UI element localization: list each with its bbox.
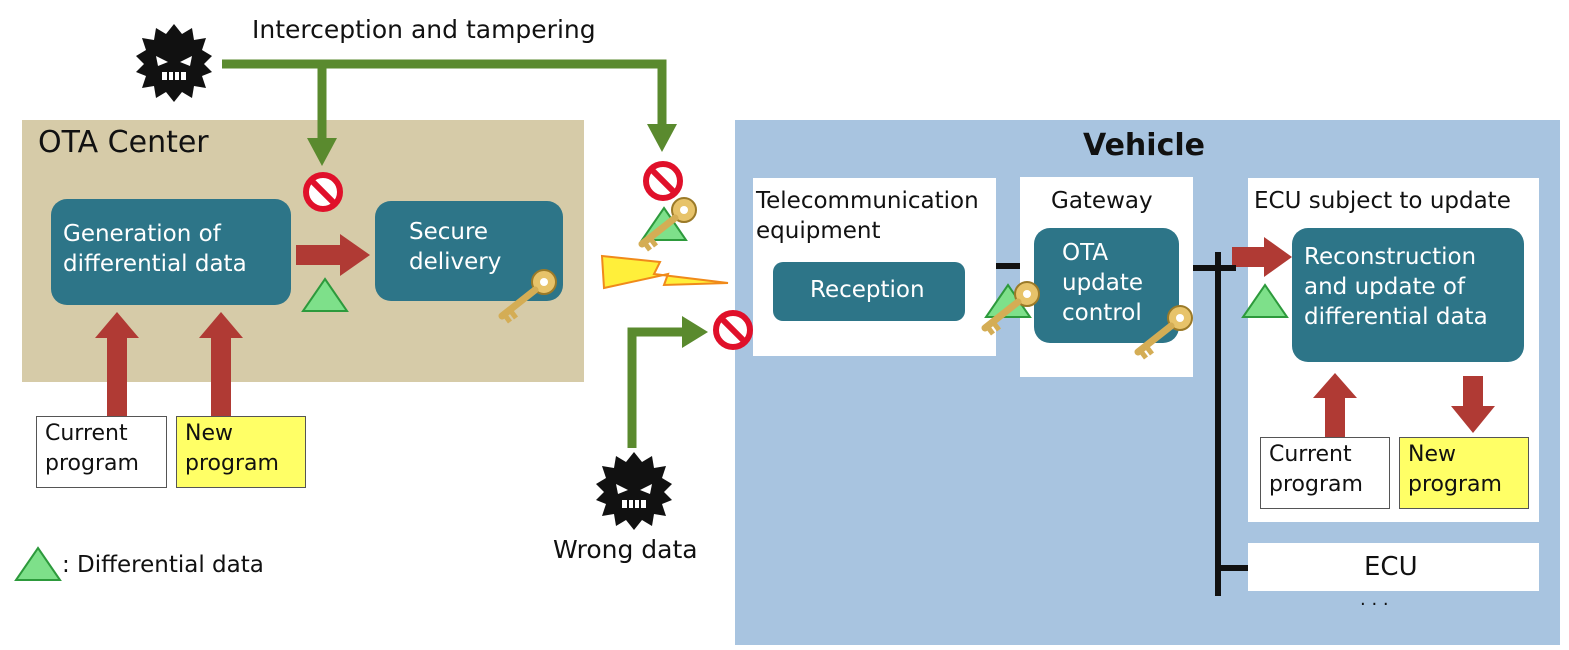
attack-label-top: Interception and tampering <box>252 15 596 44</box>
prohibited-icon <box>716 313 750 347</box>
attack-arrow-ota <box>307 138 337 166</box>
legend-text: : Differential data <box>62 552 264 578</box>
key-icon <box>1138 306 1192 358</box>
generation-box: Generation of differential data <box>51 199 291 305</box>
ecu-current-program: Current program <box>1260 437 1390 509</box>
attack-arrow-wrong-data <box>682 316 708 348</box>
arrow-current-to-reconstruction <box>1313 373 1357 398</box>
ota-new-program: New program <box>176 416 306 488</box>
key-icon <box>502 270 556 322</box>
reception-box: Reception <box>773 262 965 321</box>
vehicle-title: Vehicle <box>1083 128 1205 163</box>
arrow-current-to-generation <box>95 312 139 338</box>
ecu-box <box>1248 543 1539 591</box>
secure-delivery-box: Secure delivery <box>375 201 563 301</box>
differential-data-triangle-icon <box>302 278 348 312</box>
reconstruction-box: Reconstruction and update of differentia… <box>1292 228 1524 362</box>
attack-label-bottom: Wrong data <box>553 535 698 564</box>
prohibited-icon <box>306 175 340 209</box>
arrow-to-delivery <box>340 234 370 276</box>
ecu-update-title: ECU subject to update <box>1254 188 1511 214</box>
attacker-icon <box>595 451 673 531</box>
prohibited-icon <box>646 164 680 198</box>
ota-current-program: Current program <box>36 416 167 488</box>
ota-update-control-box: OTA update control <box>1034 228 1179 343</box>
ota-center-title: OTA Center <box>38 125 209 160</box>
ecu-new-program: New program <box>1399 437 1529 509</box>
attack-arrow-link <box>647 124 677 152</box>
gateway-title: Gateway <box>1051 188 1153 214</box>
ecu-more: . . . <box>1360 589 1389 610</box>
ecu-label: ECU <box>1364 552 1418 582</box>
arrow-reconstruction-to-new <box>1451 406 1495 433</box>
arrow-new-to-generation <box>199 312 243 338</box>
attacker-icon <box>135 23 213 103</box>
telecom-title: Telecommunication equipment <box>756 188 979 244</box>
lightning-icon <box>600 254 729 290</box>
legend-triangle-icon <box>15 547 61 581</box>
key-icon <box>642 198 696 250</box>
differential-data-triangle-icon <box>1242 284 1288 318</box>
arrow-to-reconstruction <box>1264 237 1292 277</box>
